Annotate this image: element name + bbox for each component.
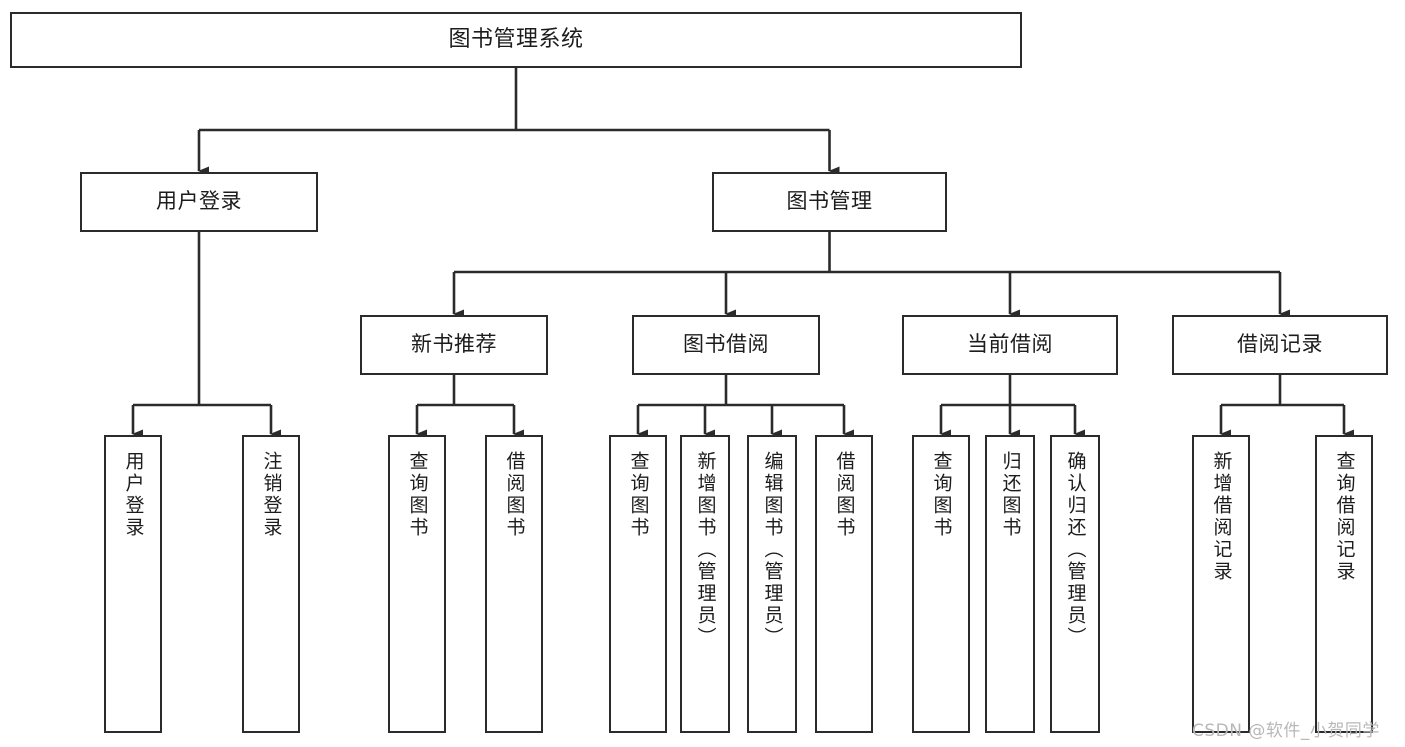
node-current-borrow[interactable]: 当前借阅 <box>902 315 1118 375</box>
node-label-user-login: 用户登录 <box>156 189 242 214</box>
node-book-management[interactable]: 图书管理 <box>712 172 947 232</box>
node-leaf-borrow-book-2[interactable]: 借阅图书 <box>815 435 873 733</box>
node-root[interactable]: 图书管理系统 <box>10 12 1022 68</box>
node-leaf-user-login[interactable]: 用户登录 <box>104 435 162 733</box>
node-leaf-logout[interactable]: 注销登录 <box>242 435 300 733</box>
node-label-leaf-query-book-3: 查询图书 <box>930 451 953 539</box>
node-leaf-add-record[interactable]: 新增借阅记录 <box>1192 435 1250 733</box>
node-leaf-query-book-2[interactable]: 查询图书 <box>609 435 667 733</box>
node-label-book-management: 图书管理 <box>786 189 873 214</box>
node-label-leaf-query-record: 查询借阅记录 <box>1333 451 1356 583</box>
node-leaf-edit-book[interactable]: 编辑图书（管理员） <box>747 435 797 733</box>
node-label-leaf-query-book-1: 查询图书 <box>406 451 429 539</box>
node-leaf-return-book[interactable]: 归还图书 <box>985 435 1035 733</box>
node-label-current-borrow: 当前借阅 <box>967 332 1053 357</box>
node-leaf-borrow-book-1[interactable]: 借阅图书 <box>485 435 543 733</box>
node-leaf-query-book-3[interactable]: 查询图书 <box>912 435 970 733</box>
node-label-leaf-add-record: 新增借阅记录 <box>1210 451 1233 583</box>
watermark: CSDN @软件_小贺同学 <box>1192 721 1380 741</box>
node-label-leaf-return-book: 归还图书 <box>999 451 1022 539</box>
node-leaf-query-record[interactable]: 查询借阅记录 <box>1315 435 1373 733</box>
node-new-book-recommend[interactable]: 新书推荐 <box>360 315 548 375</box>
node-label-leaf-logout: 注销登录 <box>260 451 283 539</box>
node-label-leaf-borrow-book-2: 借阅图书 <box>833 451 856 539</box>
node-borrow-record[interactable]: 借阅记录 <box>1172 315 1388 375</box>
node-label-book-borrow: 图书借阅 <box>683 332 769 357</box>
node-label-borrow-record: 借阅记录 <box>1237 332 1323 357</box>
node-label-root: 图书管理系统 <box>448 26 584 52</box>
node-label-leaf-confirm-return: 确认归还（管理员） <box>1064 451 1087 649</box>
node-label-leaf-user-login: 用户登录 <box>122 451 145 539</box>
node-book-borrow[interactable]: 图书借阅 <box>632 315 820 375</box>
node-leaf-query-book-1[interactable]: 查询图书 <box>388 435 446 733</box>
node-user-login[interactable]: 用户登录 <box>80 172 318 232</box>
node-label-leaf-query-book-2: 查询图书 <box>627 451 650 539</box>
node-label-leaf-borrow-book-1: 借阅图书 <box>503 451 526 539</box>
node-label-new-book-recommend: 新书推荐 <box>411 332 497 357</box>
node-label-leaf-edit-book: 编辑图书（管理员） <box>761 451 784 649</box>
node-label-leaf-add-book: 新增图书（管理员） <box>694 451 717 649</box>
node-leaf-confirm-return[interactable]: 确认归还（管理员） <box>1050 435 1100 733</box>
node-leaf-add-book[interactable]: 新增图书（管理员） <box>680 435 730 733</box>
